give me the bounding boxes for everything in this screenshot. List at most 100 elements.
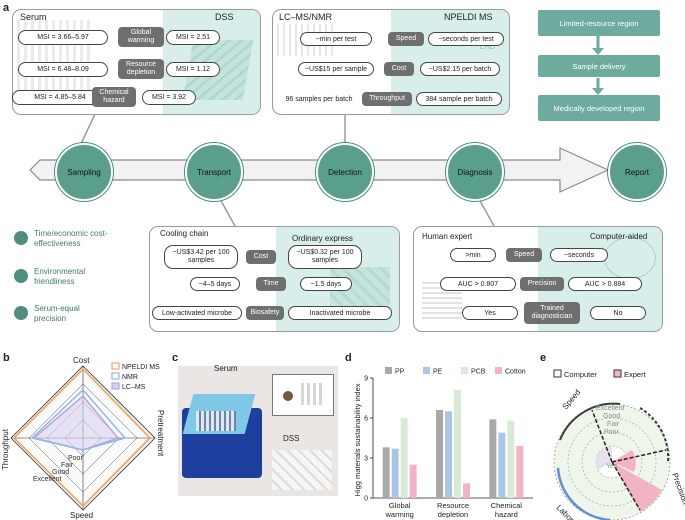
tag-speed-diagnosis: Speed [506,248,542,262]
node-diagnosis: Diagnosis [446,143,504,201]
dss-gw-value: MSI = 2.51 [166,30,220,45]
bar-cotton-1 [463,483,470,498]
npeldi-speed-value: ~seconds per test [428,32,504,46]
legend-environmental: Environmental friendliness [34,267,86,286]
bar-legend-pp: PP [395,369,405,376]
bar-category-label: warming [384,510,413,519]
legend-precision: Serum-equal precision [34,304,80,323]
legend-dot-cost [14,231,28,245]
panel-e-letter: e [540,352,547,364]
polar-ring-fair: Fair [607,421,620,428]
bar-pp-1 [436,410,443,498]
serum-tubes [196,411,236,431]
bar-cotton-0 [409,464,417,498]
bar-pp-2 [489,419,497,498]
bar-y-tick-label: 0 [364,496,368,503]
panel-d-letter: d [345,352,352,364]
bar-y-tick-label: 9 [364,376,368,383]
polar-axis-precision: Precision [670,472,685,506]
dss-cards [272,450,332,490]
radar-legend-nmr: NMR [122,374,138,381]
photo-serum-dss [178,366,338,496]
legend-cost-effectiveness: Time/economic cost-effectiveness [34,229,108,248]
tag-biosafety: Biosafety [246,306,284,320]
lcms-throughput-value: 96 samples per batch [285,95,353,103]
bar-y-tick-label: 6 [364,416,368,423]
polar-computer-arc-speed [559,402,621,441]
express-cost-value: ~US$0.32 per 100 samples [288,245,362,269]
ring-fair: Fair [61,462,74,469]
bar-legend-cotton: Cotton [505,369,526,376]
human-speed-value: >min [450,248,496,262]
panel-b-letter: b [3,352,10,364]
bar-category-label: hazard [495,510,518,519]
bar-category-label: depletion [438,510,468,519]
bar-cotton-2 [516,446,524,498]
tag-throughput: Throughput [362,92,412,106]
polar-legend-computer: Computer [564,370,597,379]
panel-c-letter: c [172,352,179,364]
bar-pe-0 [391,448,399,498]
polar-computer-arc-labor [556,467,611,520]
polar-axis-speed: Speed [561,388,583,412]
polar-ring-good: Good [603,413,620,420]
polar-expert-wedge-speed [612,450,636,472]
polar-ring-excellent: Excellent [596,405,624,412]
inset-photo [272,374,334,416]
computer-precision-value: AUC > 0.884 [568,277,642,291]
radar-axis-throughput: Throughput [1,428,10,470]
bar-pe-1 [445,411,452,498]
lcms-speed-value: ~min per test [300,32,372,46]
polar-legend-expert: Expert [624,370,647,379]
tag-trained-diagnostician: Trained diagnostician [524,302,580,324]
tag-global-warming: Global warming [118,27,164,47]
serum-title: Serum [20,12,47,22]
bar-pp-0 [382,447,390,498]
bar-pe-2 [498,432,506,498]
npeldi-title: NPELDI MS [444,12,493,22]
dss-title: DSS [215,12,234,22]
cooling-biosafety-value: Low-activated microbe [152,306,242,320]
flow-sample-delivery: Sample delivery [538,55,660,77]
computer-trained-value: No [590,306,646,320]
npeldi-throughput-value: 384 sample per batch [416,92,502,106]
bar-legend-swatch-pp [385,367,392,374]
radar-nmr [30,388,127,451]
ring-good: Good [52,469,69,476]
ordinary-express-title: Ordinary express [292,234,353,243]
lcms-title: LC–MS/NMR [279,12,333,22]
human-expert-title: Human expert [422,232,473,241]
bar-category-label: Chemical [491,501,523,510]
bar-ylabel: Higg materials sustainability index [353,383,362,496]
polar-expert-wedge-precision [612,462,662,512]
npeldi-cost-value: ~US$2.15 per batch [420,62,500,76]
dss-ch-value: MSI = 3.92 [142,90,196,105]
flow-limited-resource: Limited-resource region [538,10,660,36]
bar-category-label: Global [389,501,411,510]
ring-poor: Poor [68,455,83,462]
human-trained-value: Yes [462,306,518,320]
flow-medically-developed: Medically developed region [538,95,660,121]
legend-dot-env [14,269,28,283]
polar-axis-labor: Labor [555,503,576,520]
serum-gw-value: MSI = 3.66–5.97 [18,30,108,45]
radar-axis-speed: Speed [70,511,93,520]
tag-chemical-hazard: Chemical hazard [92,87,136,107]
legend-dot-precision [14,306,28,320]
node-detection: Detection [316,143,374,201]
bar-y-tick-label: 3 [364,456,368,463]
polar-expert-wedge-labor [595,445,612,470]
ring-excellent: Excellent [33,476,61,483]
tag-resource-depletion: Resource depletion [118,59,164,79]
serum-rd-value: MSI = 6.48–8.09 [18,62,108,77]
cooling-chain-title: Cooling chain [160,229,209,238]
radar-axis-pretreatment: Pretreatment [156,410,165,457]
lab-label: LAB [480,42,496,51]
panel-a-letter: a [3,2,10,14]
tag-time: Time [256,277,286,291]
tag-cost-transport: Cost [246,250,276,264]
tag-speed: Speed [388,32,424,46]
cooling-time-value: ~4–5 days [190,277,240,291]
bar-legend-swatch-pe [423,367,430,374]
bar-legend-swatch-pcb [461,367,468,374]
